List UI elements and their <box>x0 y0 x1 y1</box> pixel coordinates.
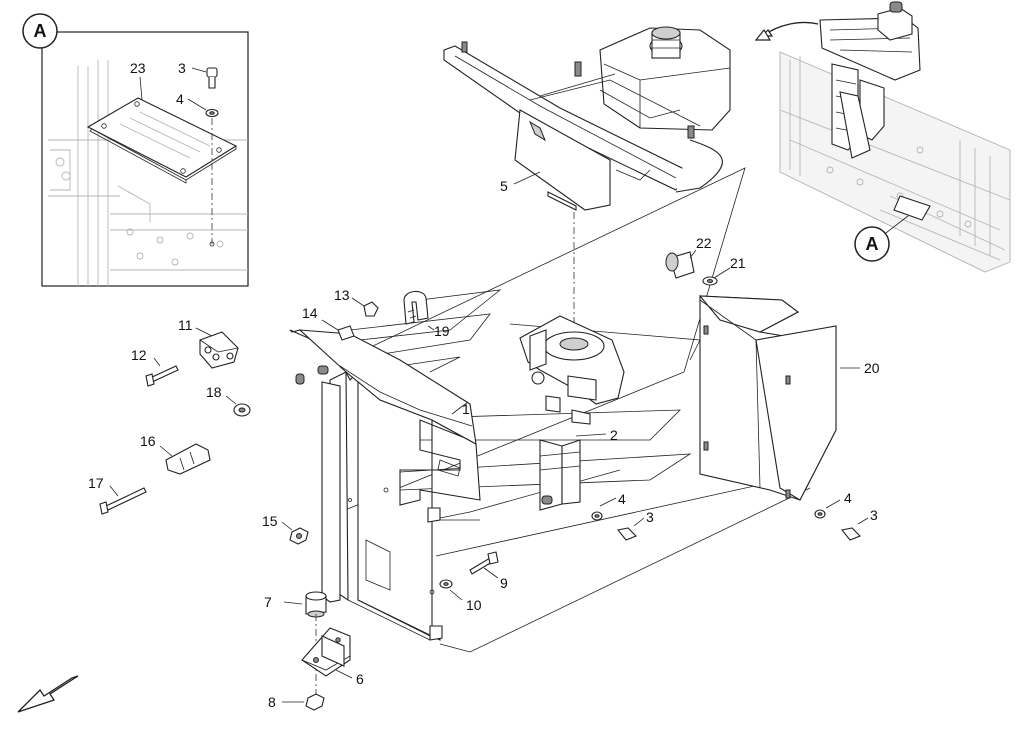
label-part-20: 20 <box>864 360 880 376</box>
label-part-10: 10 <box>466 597 482 613</box>
inset-washer <box>205 108 219 118</box>
inset-cover-plate <box>86 97 238 184</box>
inset-ghost-frame <box>48 60 248 286</box>
label-part-17: 17 <box>88 475 104 491</box>
part-5-tank-assembly: 5 <box>443 26 731 211</box>
part-4-washer-b: 4 <box>814 490 852 519</box>
label-part-12: 12 <box>131 347 147 363</box>
label-part-16: 16 <box>140 433 156 449</box>
label-part-9: 9 <box>500 575 508 591</box>
part-4-washer-a: 4 <box>591 491 626 521</box>
label-part-11: 11 <box>178 317 193 333</box>
label-part-4a: 4 <box>618 491 626 507</box>
front-direction-arrow-icon <box>17 675 79 713</box>
part-9-bolt: 9 <box>469 551 508 591</box>
part-18-nut: 18 <box>206 384 251 417</box>
overview-a-bubble: A <box>854 226 890 262</box>
part-6-mounting-plate: 6 <box>301 627 364 687</box>
label-part-4b: 4 <box>844 490 852 506</box>
inset-label-4: 4 <box>176 91 184 107</box>
detail-a-label: A <box>34 21 47 41</box>
label-part-18: 18 <box>206 384 222 400</box>
part-3-screw-a: 3 <box>617 509 654 541</box>
part-20-side-panel: 20 <box>698 295 880 501</box>
overview-a-label: A <box>866 234 879 254</box>
detail-a-bubble: A <box>22 13 58 49</box>
label-part-3b: 3 <box>870 507 878 523</box>
label-part-14: 14 <box>302 305 318 321</box>
label-part-22: 22 <box>696 235 712 251</box>
label-part-19: 19 <box>434 323 450 339</box>
part-11-clamp-block: 11 <box>178 317 239 369</box>
label-part-2: 2 <box>610 427 618 443</box>
label-part-3a: 3 <box>646 509 654 525</box>
label-part-7: 7 <box>264 594 272 610</box>
overview-cover-plate <box>893 195 931 221</box>
label-part-8: 8 <box>268 694 276 710</box>
part-1-main-bracket: 1 <box>289 329 481 641</box>
label-part-5: 5 <box>500 178 508 194</box>
part-19-u-bolt: 19 <box>403 290 450 339</box>
inset-label-23: 23 <box>130 60 146 76</box>
label-part-15: 15 <box>262 513 278 529</box>
part-7-rubber-damper: 7 <box>264 591 327 618</box>
inset-label-3: 3 <box>178 60 186 76</box>
label-part-6: 6 <box>356 671 364 687</box>
overview-machine-view <box>779 1 1011 273</box>
part-14-pin: 14 <box>302 305 355 341</box>
part-15-nut: 15 <box>262 513 309 545</box>
part-22-bushing: 22 <box>665 235 712 279</box>
part-17-bolt: 17 <box>88 475 147 515</box>
inset-screw <box>206 67 218 89</box>
label-part-21: 21 <box>730 255 746 271</box>
part-12-bolt: 12 <box>131 347 179 387</box>
part-16-clamp: 16 <box>140 433 211 475</box>
part-10-washer: 10 <box>439 579 482 613</box>
part-3-screw-b: 3 <box>841 507 878 541</box>
part-13-nut: 13 <box>334 287 379 317</box>
part-2-pivot-bracket: 2 <box>519 315 625 511</box>
label-part-1: 1 <box>462 401 470 417</box>
part-21-washer: 21 <box>702 255 746 286</box>
rotate-view-arrow-icon <box>754 21 819 41</box>
label-part-13: 13 <box>334 287 350 303</box>
detail-a-inset: 23 3 4 <box>41 31 249 287</box>
part-8-nut: 8 <box>268 693 325 711</box>
